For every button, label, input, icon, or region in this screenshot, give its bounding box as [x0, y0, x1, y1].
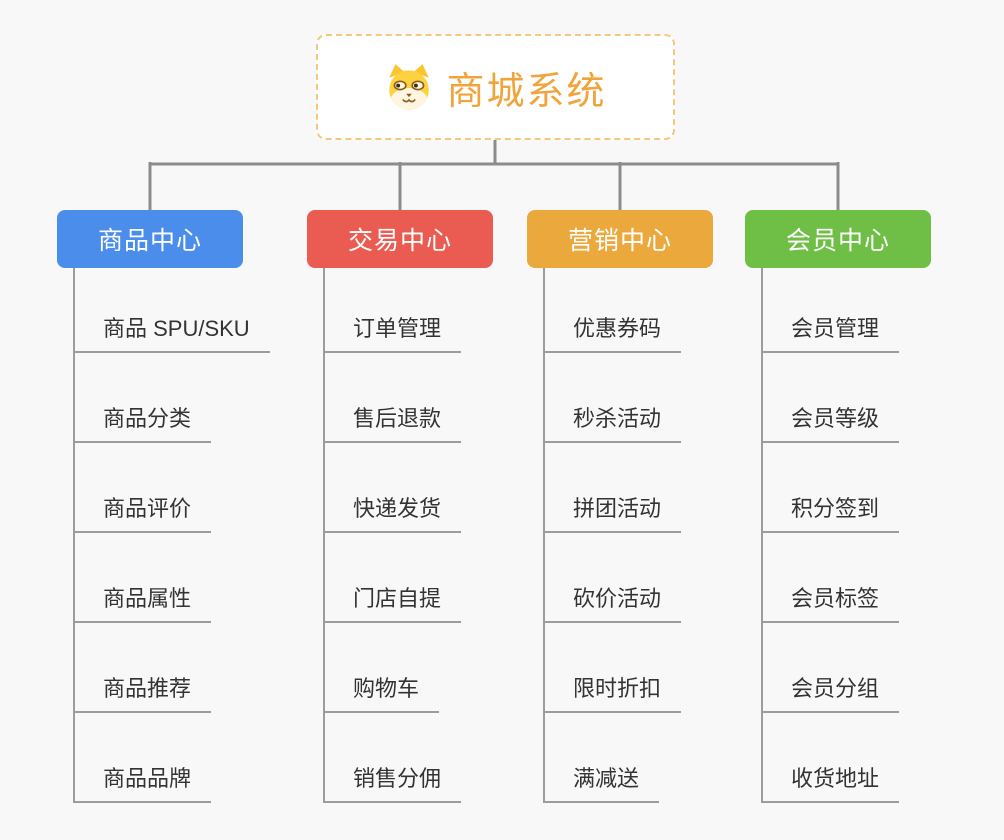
leaf-item[interactable]: 门店自提	[323, 533, 462, 623]
leaf-item[interactable]: 商品分类	[73, 353, 212, 443]
leaf-item[interactable]: 商品评价	[73, 443, 212, 533]
leaf-item[interactable]: 限时折扣	[543, 623, 682, 713]
leaf-item[interactable]: 会员管理	[761, 263, 900, 353]
branch-spine	[543, 268, 545, 803]
leaf-item[interactable]: 购物车	[323, 623, 440, 713]
branch-member-center: 会员中心 会员管理 会员等级 积分签到 会员标签 会员分组 收货地址	[745, 210, 931, 803]
leaf-list: 会员管理 会员等级 积分签到 会员标签 会员分组 收货地址	[761, 263, 900, 803]
branch-spine	[761, 268, 763, 803]
branch-spine	[323, 268, 325, 803]
leaf-list: 订单管理 售后退款 快递发货 门店自提 购物车 销售分佣	[323, 263, 462, 803]
leaf-item[interactable]: 砍价活动	[543, 533, 682, 623]
leaf-item[interactable]: 会员等级	[761, 353, 900, 443]
leaf-item[interactable]: 会员标签	[761, 533, 900, 623]
leaf-item[interactable]: 满减送	[543, 713, 660, 803]
leaf-item[interactable]: 会员分组	[761, 623, 900, 713]
leaf-item[interactable]: 销售分佣	[323, 713, 462, 803]
leaf-item[interactable]: 拼团活动	[543, 443, 682, 533]
dog-face-icon	[389, 64, 430, 110]
root-title: 商城系统	[446, 70, 607, 113]
leaf-item[interactable]: 商品属性	[73, 533, 212, 623]
branch-marketing-center: 营销中心 优惠券码 秒杀活动 拼团活动 砍价活动 限时折扣 满减送	[527, 210, 713, 803]
leaf-item[interactable]: 优惠券码	[543, 263, 682, 353]
leaf-list: 商品 SPU/SKU 商品分类 商品评价 商品属性 商品推荐 商品品牌	[73, 263, 270, 803]
branch-header-trade-center[interactable]: 交易中心	[307, 210, 493, 268]
leaf-item[interactable]: 快递发货	[323, 443, 462, 533]
branch-header-marketing-center[interactable]: 营销中心	[527, 210, 713, 268]
branch-spine	[73, 268, 75, 803]
leaf-item[interactable]: 商品推荐	[73, 623, 212, 713]
leaf-item[interactable]: 收货地址	[761, 713, 900, 803]
leaf-item[interactable]: 秒杀活动	[543, 353, 682, 443]
leaf-item[interactable]: 售后退款	[323, 353, 462, 443]
branch-product-center: 商品中心 商品 SPU/SKU 商品分类 商品评价 商品属性 商品推荐 商品品牌	[57, 210, 270, 803]
leaf-item[interactable]: 订单管理	[323, 263, 462, 353]
branch-header-member-center[interactable]: 会员中心	[745, 210, 931, 268]
root-node[interactable]: 商城系统	[316, 34, 675, 140]
leaf-item[interactable]: 积分签到	[761, 443, 900, 533]
branch-trade-center: 交易中心 订单管理 售后退款 快递发货 门店自提 购物车 销售分佣	[307, 210, 493, 803]
leaf-list: 优惠券码 秒杀活动 拼团活动 砍价活动 限时折扣 满减送	[543, 263, 682, 803]
leaf-item[interactable]: 商品品牌	[73, 713, 212, 803]
branch-header-product-center[interactable]: 商品中心	[57, 210, 243, 268]
leaf-item[interactable]: 商品 SPU/SKU	[73, 263, 270, 353]
